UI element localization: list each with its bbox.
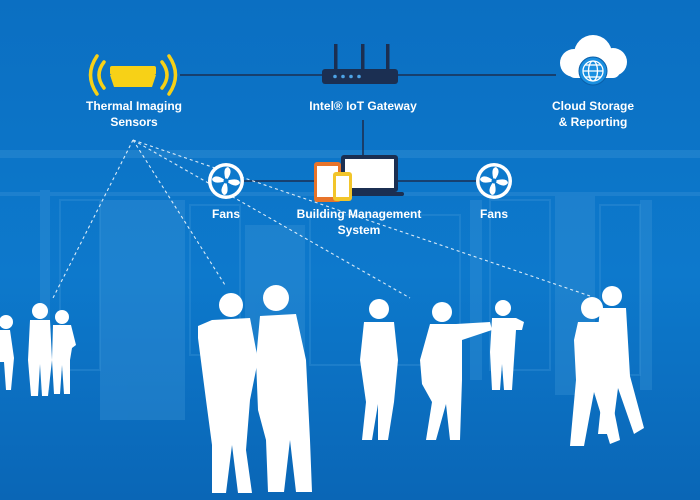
router-icon xyxy=(322,44,398,84)
iot-gateway-label-text: Intel® IoT Gateway xyxy=(309,99,417,113)
fans-right-label: Fans xyxy=(464,206,524,222)
fans-left-label: Fans xyxy=(196,206,256,222)
person-silhouette xyxy=(52,310,76,394)
building-management-label-line1: Building Management xyxy=(296,207,422,221)
thermal-sensors-label: Thermal Imaging Sensors xyxy=(62,98,206,130)
person-silhouette xyxy=(598,286,644,434)
cloud-storage-label: Cloud Storage & Reporting xyxy=(523,98,663,130)
fan-icon xyxy=(208,163,244,199)
thermal-sensors-label-line2: Sensors xyxy=(110,115,158,129)
thermal-sensor-icon xyxy=(88,54,178,96)
person-silhouette xyxy=(420,302,492,440)
people-silhouettes xyxy=(0,285,644,493)
person-silhouette xyxy=(360,299,398,440)
building-management-label: Building Management System xyxy=(284,206,434,238)
person-silhouette xyxy=(490,300,524,390)
person-silhouette xyxy=(28,303,52,396)
cloud-storage-label-line1: Cloud Storage xyxy=(551,99,634,113)
sensor-coverage-lines xyxy=(51,139,591,301)
cloud-storage-label-line2: & Reporting xyxy=(558,115,628,129)
devices-icon xyxy=(314,155,404,202)
iot-gateway-label: Intel® IoT Gateway xyxy=(288,98,438,114)
thermal-sensors-label-line1: Thermal Imaging xyxy=(85,99,183,113)
fans-right-label-text: Fans xyxy=(479,207,508,221)
person-silhouette xyxy=(198,293,258,493)
cloud-globe-icon xyxy=(560,35,627,86)
person-silhouette xyxy=(256,285,312,492)
fan-icon xyxy=(476,163,512,199)
fans-left-label-text: Fans xyxy=(211,207,240,221)
connection-lines xyxy=(180,74,556,182)
person-silhouette xyxy=(0,315,14,390)
building-management-label-line2: System xyxy=(337,223,381,237)
